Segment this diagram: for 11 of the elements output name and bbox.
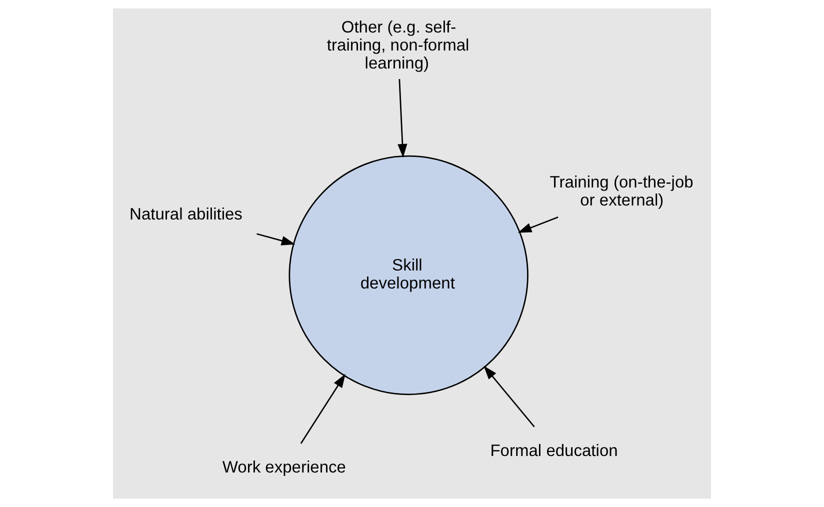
node-text: Work experience [222,458,346,477]
node-text: Natural abilities [130,204,242,224]
arrow [398,79,408,158]
node-circle: Skill development [288,155,528,396]
node-text: Other (e.g. self-training, non-formal learning) [326,18,470,72]
arrow [300,374,346,444]
arrow [256,233,296,246]
node-text: Formal education [490,440,618,460]
arrow [484,366,535,428]
arrow [518,216,558,233]
node-text: Training (on-the-job or external) [550,172,694,210]
